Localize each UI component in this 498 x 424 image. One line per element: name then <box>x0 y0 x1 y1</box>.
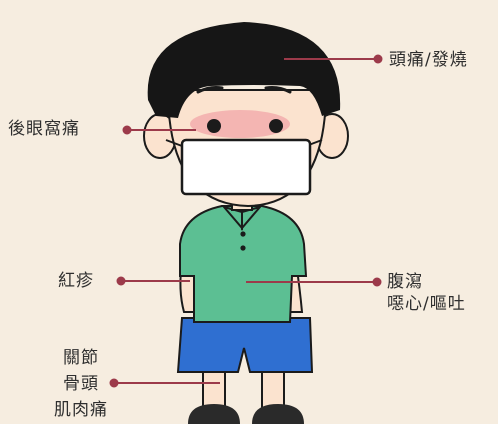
right-shoe <box>252 404 304 424</box>
label-muscle-pain: 肌肉痛 <box>54 400 108 420</box>
label-bone: 骨頭 <box>63 374 99 394</box>
label-nausea-vomit: 噁心/嘔吐 <box>387 294 466 314</box>
label-joint: 關節 <box>63 348 99 368</box>
label-abdomen: 腹瀉 噁心/嘔吐 <box>387 271 466 315</box>
shirt-button-1 <box>240 231 246 237</box>
label-rash: 紅疹 <box>58 271 94 291</box>
leader-head-dot <box>373 54 383 64</box>
face-mask-icon <box>180 138 312 196</box>
leader-lines <box>109 54 383 388</box>
leader-eye-dot <box>122 125 132 135</box>
mask-strap-left <box>165 139 183 147</box>
leader-abdomen-dot <box>372 277 382 287</box>
right-eye <box>269 119 283 133</box>
shirt <box>179 205 308 323</box>
left-eyebrow <box>196 86 224 94</box>
label-eye-pain: 後眼窩痛 <box>8 119 80 139</box>
leader-rash-dot <box>116 276 126 286</box>
right-eyebrow <box>264 86 292 94</box>
hair <box>147 22 341 118</box>
shirt-button-2 <box>240 245 246 251</box>
label-joint-bone-muscle: 關節 骨頭 肌肉痛 <box>54 345 108 423</box>
left-shoe <box>188 404 240 424</box>
left-eye <box>207 119 221 133</box>
label-diarrhea: 腹瀉 <box>387 272 423 292</box>
label-headache-fever: 頭痛/發燒 <box>389 50 468 70</box>
shorts <box>176 317 314 373</box>
leader-joint-dot <box>109 378 119 388</box>
